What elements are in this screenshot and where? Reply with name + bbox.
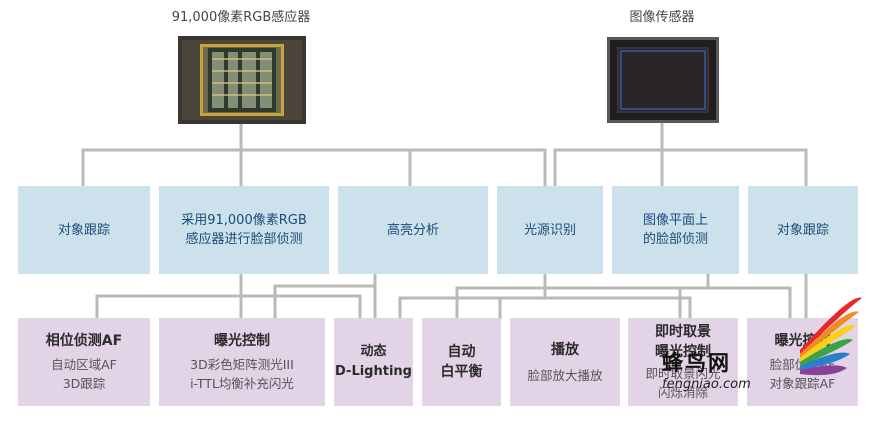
watermark-text: 蜂鸟网 bbox=[662, 351, 731, 375]
output-title: 相位侦测AF bbox=[45, 333, 123, 349]
output-title: 动态 D-Lighting bbox=[335, 344, 412, 379]
function-label: 高亮分析 bbox=[386, 222, 439, 238]
function-box-highlight: 高亮分析 bbox=[338, 186, 488, 274]
output-box-phase-af: 相位侦测AF 自动区域AF 3D跟踪 bbox=[18, 318, 150, 406]
logo-feather bbox=[800, 325, 856, 362]
output-title: 曝光控制 bbox=[214, 333, 270, 349]
output-title: 即时取景 曝光控制 bbox=[655, 324, 711, 360]
rgb-sensor-image bbox=[178, 36, 306, 124]
image-sensor-title: 图像传感器 bbox=[629, 10, 695, 25]
output-sub: 脸部放大播放 bbox=[527, 367, 603, 383]
logo-feather bbox=[800, 352, 850, 370]
output-sub: 3D彩色矩阵测光III i-TTL均衡补充闪光 bbox=[190, 357, 294, 391]
output-box-d-lighting: 动态 D-Lighting bbox=[334, 318, 413, 406]
image-sensor-image bbox=[607, 37, 719, 123]
output-title: 自动 白平衡 bbox=[440, 344, 483, 380]
bird-logo-icon bbox=[800, 297, 862, 376]
function-box-tracking-2: 对象跟踪 bbox=[748, 186, 858, 274]
output-box-exposure-1: 曝光控制 3D彩色矩阵测光III i-TTL均衡补充闪光 bbox=[159, 318, 325, 406]
function-label: 对象跟踪 bbox=[57, 222, 110, 238]
function-label: 对象跟踪 bbox=[776, 222, 829, 238]
function-box-light-source: 光源识别 bbox=[497, 186, 603, 274]
logo-feather bbox=[800, 338, 853, 366]
logo-feather bbox=[800, 311, 859, 358]
function-box-image-plane-face: 图像平面上 的脸部侦测 bbox=[612, 186, 739, 274]
output-box-playback: 播放 脸部放大播放 bbox=[510, 318, 620, 406]
function-label: 图像平面上 的脸部侦测 bbox=[642, 213, 708, 247]
output-sub: 自动区域AF 3D跟踪 bbox=[51, 357, 117, 391]
rgb-sensor-title: 91,000像素RGB感应器 bbox=[171, 10, 311, 25]
function-label: 采用91,000像素RGB 感应器进行脸部侦测 bbox=[181, 213, 307, 247]
watermark: 蜂鸟网 fengniao.com bbox=[662, 347, 782, 392]
function-box-tracking-1: 对象跟踪 bbox=[18, 186, 150, 274]
output-box-liveview-exposure: 即时取景 曝光控制 即时取景闪光 闪烁消除 bbox=[628, 318, 738, 406]
output-sub: 即时取景闪光 闪烁消除 bbox=[645, 366, 721, 400]
logo-feather bbox=[800, 365, 847, 376]
output-box-auto-wb: 自动 白平衡 bbox=[422, 318, 501, 406]
function-label: 光源识别 bbox=[523, 222, 576, 238]
function-box-rgb-face-detect: 采用91,000像素RGB 感应器进行脸部侦测 bbox=[159, 186, 329, 274]
watermark-url: fengniao.com bbox=[662, 377, 751, 392]
output-title: 播放 bbox=[551, 341, 579, 358]
